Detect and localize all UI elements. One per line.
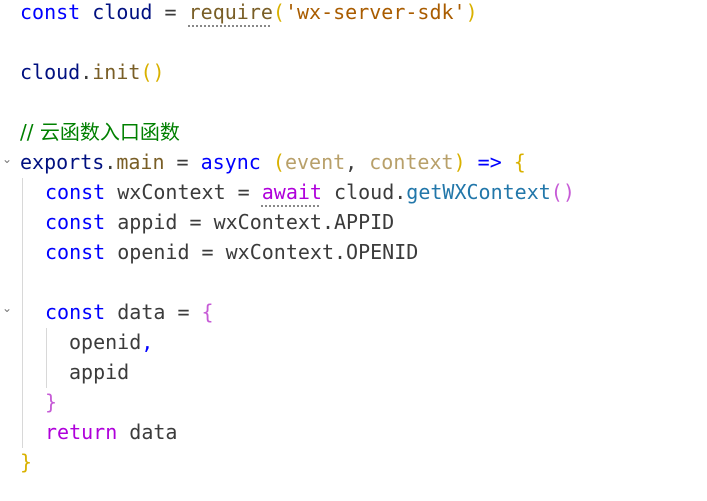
code-line-9[interactable]: const openid = wxContext.OPENID — [45, 240, 419, 264]
indent-guide — [22, 178, 23, 448]
code-line-11[interactable]: const data = { — [45, 300, 214, 324]
code-line-8[interactable]: const appid = wxContext.APPID — [45, 210, 395, 234]
indent-guide — [46, 328, 47, 388]
code-line-16[interactable]: } — [20, 450, 33, 474]
chevron-down-icon[interactable]: ⌄ — [2, 152, 13, 166]
code-line-12[interactable]: openid, — [69, 330, 154, 354]
code-line-1[interactable]: const cloud = require('wx-server-sdk') — [20, 0, 478, 24]
chevron-down-icon[interactable]: ⌄ — [2, 301, 13, 315]
code-line-6[interactable]: exports.main = async (event, context) =>… — [20, 150, 526, 174]
code-line-7[interactable]: const wxContext = await cloud.getWXConte… — [45, 180, 575, 204]
code-line-13[interactable]: appid — [69, 360, 130, 384]
code-comment[interactable]: // 云函数入口函数 — [20, 120, 180, 144]
code-line-14[interactable]: } — [45, 390, 58, 414]
code-line-15[interactable]: return data — [45, 420, 178, 444]
code-line-3[interactable]: cloud.init() — [20, 60, 165, 84]
